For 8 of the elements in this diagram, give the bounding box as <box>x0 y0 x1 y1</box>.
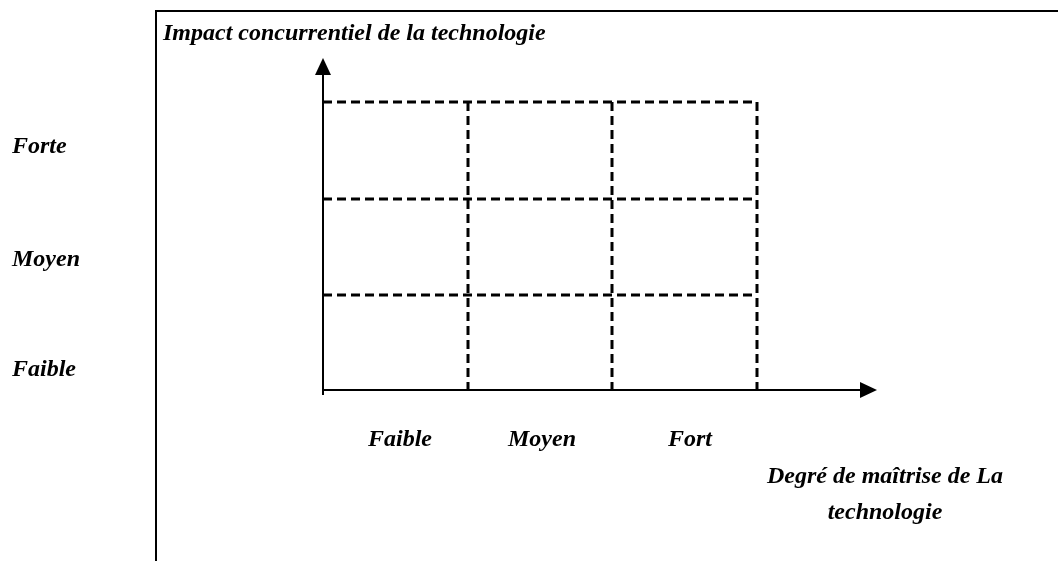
axis-label: Faible <box>368 424 432 453</box>
axis-title: Impact concurrentiel de la technologie <box>163 18 546 46</box>
axis-label: Forte <box>12 131 67 160</box>
axis-label: Fort <box>668 424 712 453</box>
axis-title: Degré de maîtrise de La technologie <box>766 461 1004 526</box>
axis-label: Moyen <box>12 244 80 273</box>
axis-label: Moyen <box>508 424 576 453</box>
axis-label: Faible <box>12 354 76 383</box>
